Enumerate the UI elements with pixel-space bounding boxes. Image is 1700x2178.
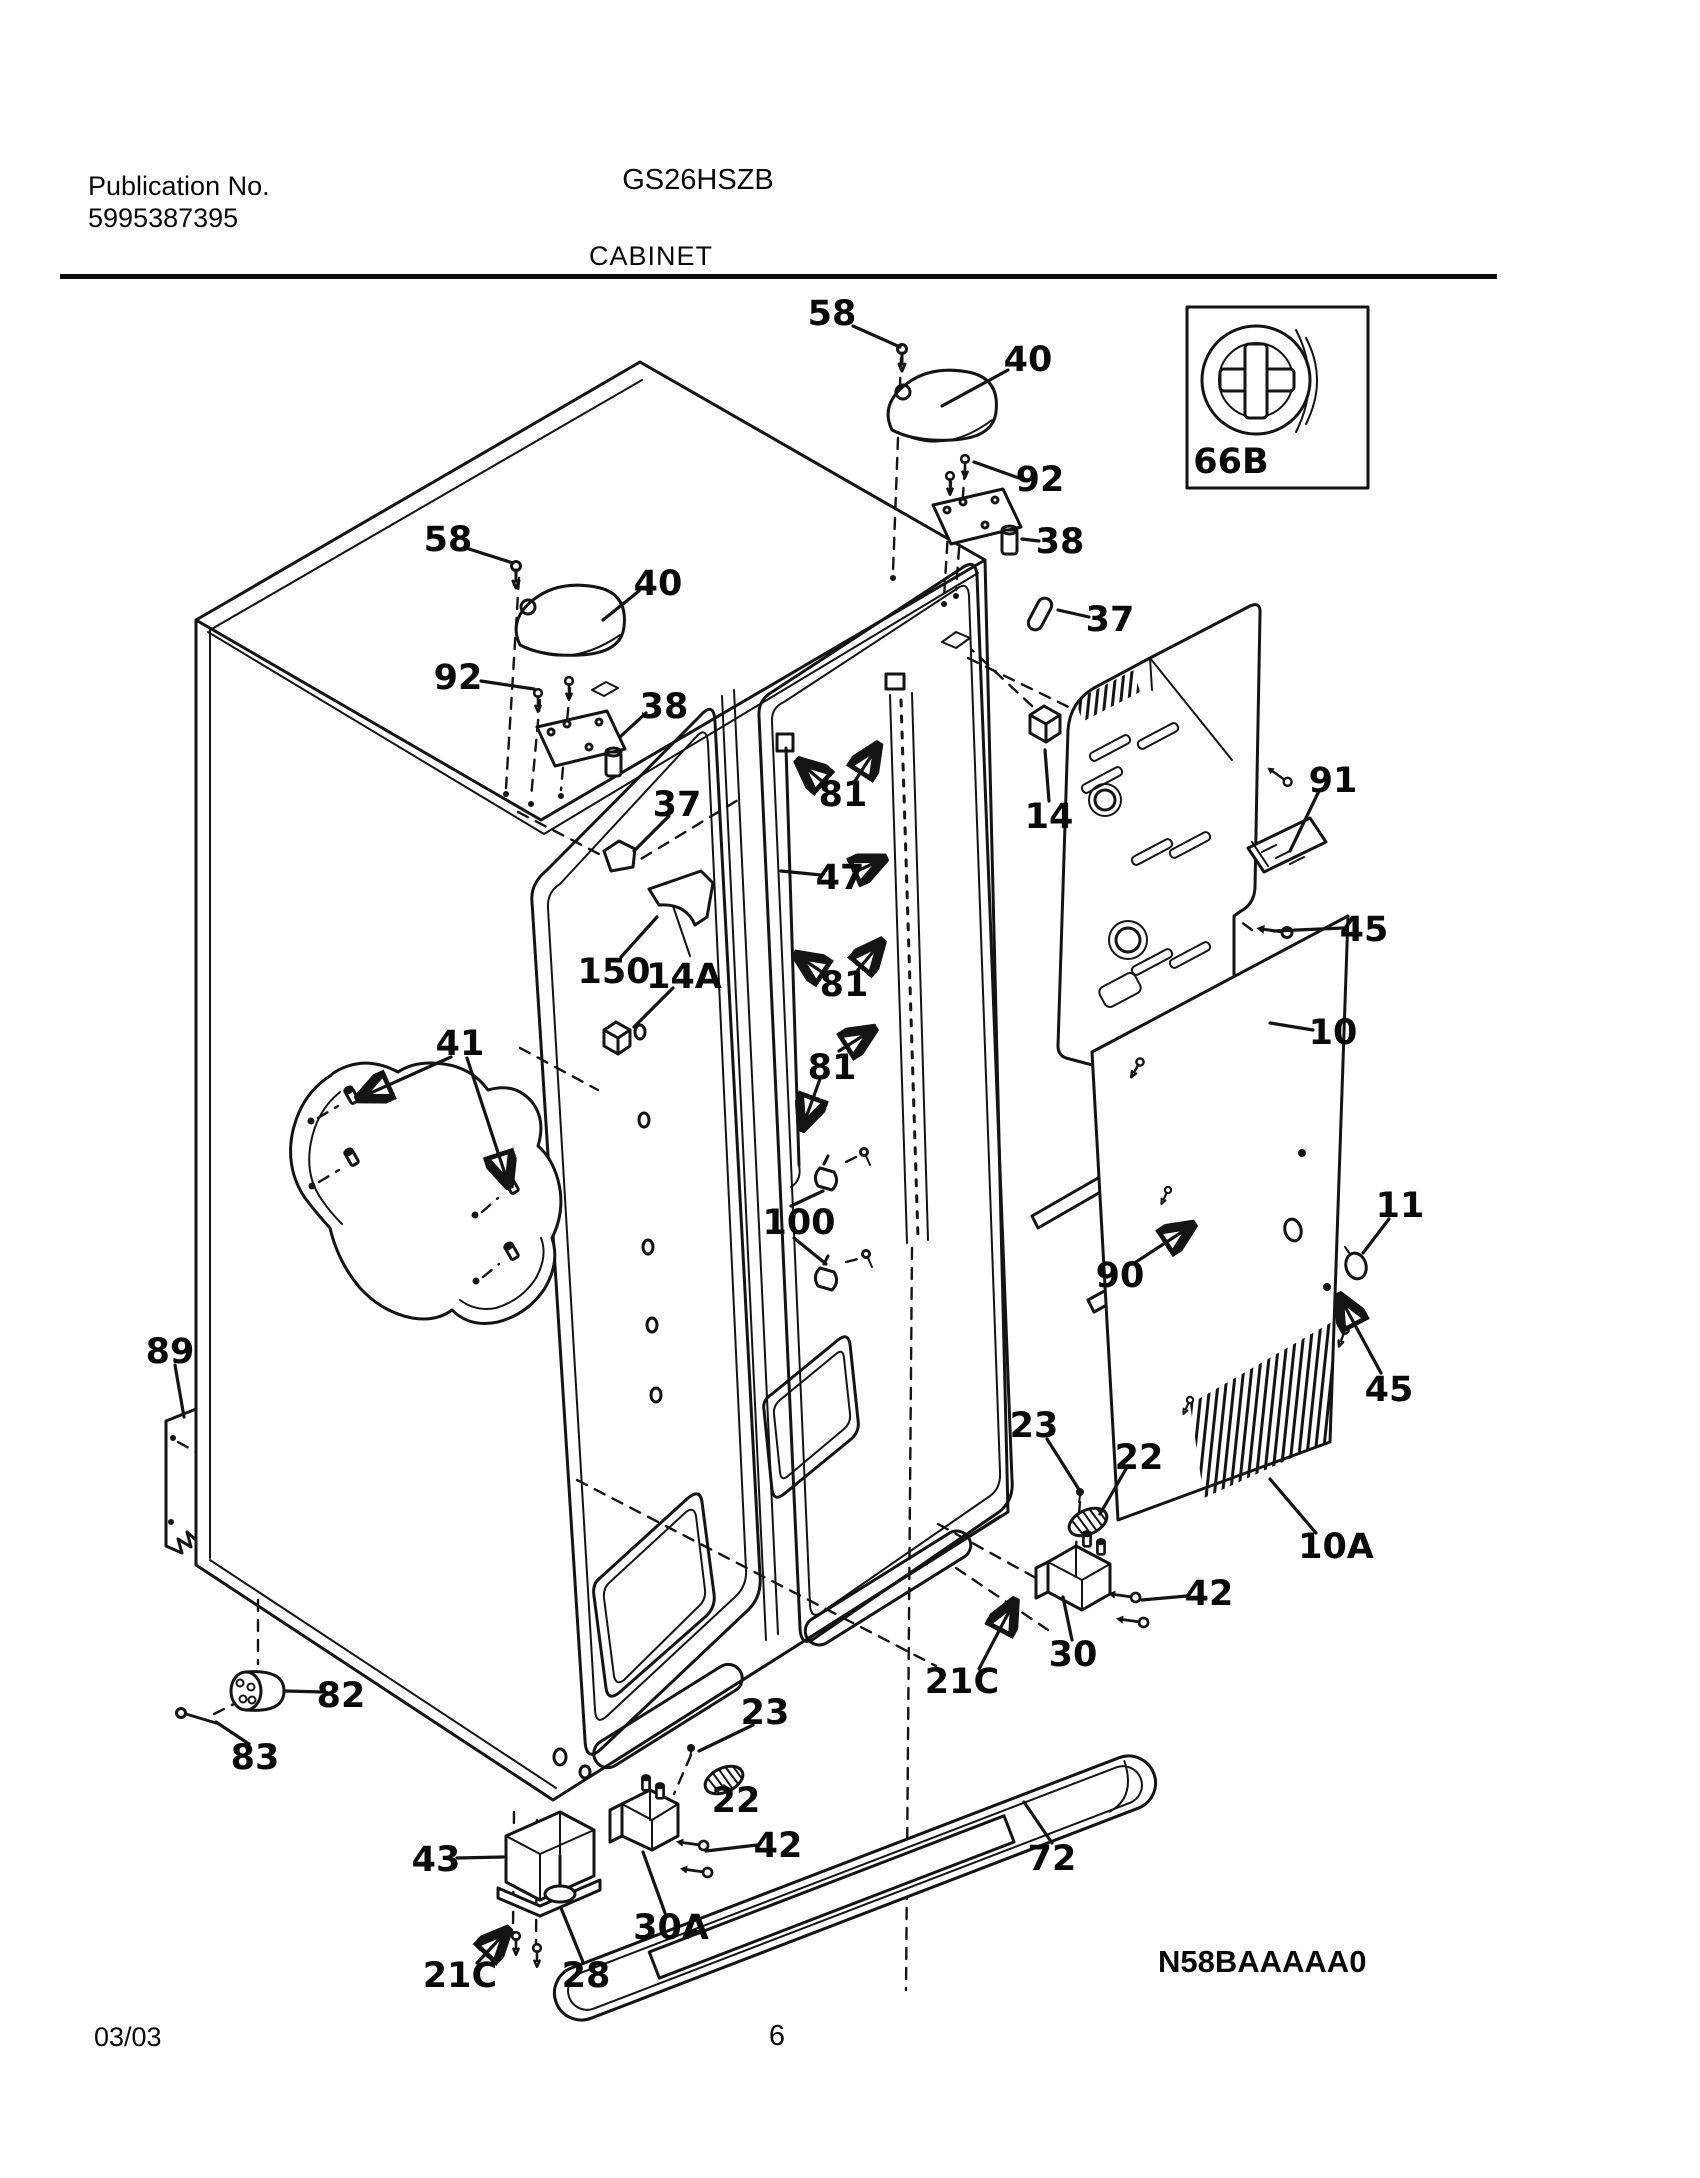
leader-lines	[173, 324, 1391, 1963]
drain-plate-89	[164, 1407, 198, 1555]
bracket-91	[1246, 763, 1328, 940]
callout-11: 11	[1376, 1186, 1425, 1226]
callout-90: 90	[1096, 1256, 1145, 1296]
center-mullion	[721, 689, 779, 1641]
callout-38-left: 38	[640, 687, 689, 727]
callout-10A: 10A	[1298, 1527, 1374, 1567]
insulation-pad-41	[289, 1061, 563, 1325]
callout-92-top: 92	[1016, 460, 1065, 500]
leveling-leg-43	[496, 1810, 602, 1968]
callout-92-left: 92	[434, 658, 483, 698]
callout-10: 10	[1309, 1013, 1358, 1053]
footer-page-number: 6	[768, 2020, 786, 2052]
air-duct-10	[1056, 603, 1272, 1112]
header-rule	[60, 274, 1497, 279]
cabinet-outline	[194, 360, 1010, 1802]
callout-22-left: 22	[712, 1781, 761, 1821]
callout-38-top: 38	[1036, 522, 1085, 562]
hole-plug-11	[1334, 1246, 1368, 1349]
footer-date: 03/03	[94, 2022, 162, 2052]
callout-21C-left: 21C	[423, 1956, 497, 1996]
callout-23-right: 23	[1010, 1406, 1059, 1446]
callout-40-top: 40	[1004, 340, 1053, 380]
callout-89: 89	[146, 1332, 195, 1372]
inset-label-66B: 66B	[1193, 442, 1268, 482]
callout-37-left: 37	[653, 785, 702, 825]
publication-label: Publication No.	[88, 171, 270, 201]
callout-81-upper: 81	[819, 775, 868, 815]
callouts: 58 40 92 38 37 58 40 92 38 37 150 14A 41…	[146, 294, 1425, 1996]
top-hinge-left	[510, 560, 715, 1056]
callout-14A: 14A	[646, 957, 722, 997]
toe-grille-72	[552, 1754, 1158, 2022]
roller-bracket-left	[608, 1744, 749, 1879]
callout-150: 150	[577, 952, 650, 992]
callout-30: 30	[1049, 1635, 1098, 1675]
callout-42-left: 42	[754, 1826, 803, 1866]
callout-58-left: 58	[424, 520, 473, 560]
callout-14: 14	[1025, 797, 1074, 837]
callout-81-lower: 81	[808, 1048, 857, 1088]
fresh-food-liner	[757, 562, 1014, 1643]
callout-83: 83	[231, 1738, 280, 1778]
callout-82: 82	[317, 1676, 366, 1716]
callout-58-top: 58	[808, 294, 857, 334]
callout-45-upper: 45	[1340, 910, 1389, 950]
publication-number: 5995387395	[88, 203, 239, 234]
callout-47: 47	[816, 858, 865, 898]
section-title: CABINET	[588, 241, 714, 271]
model-number: GS26HSZB	[622, 164, 774, 196]
bottom-rail-vents	[552, 1529, 973, 1780]
publication-block: Publication No. 5995387395	[88, 170, 270, 235]
callout-21C-right: 21C	[925, 1662, 999, 1702]
callout-30A: 30A	[633, 1908, 709, 1948]
roller-bracket-right	[1034, 1488, 1150, 1629]
inset-66b	[1185, 305, 1370, 490]
callout-23-left: 23	[741, 1693, 790, 1733]
callout-91: 91	[1309, 761, 1358, 801]
shelf-clips-100	[813, 1147, 873, 1292]
back-panel-10A	[1090, 914, 1350, 1522]
callout-42-right: 42	[1185, 1574, 1234, 1614]
callout-72: 72	[1028, 1839, 1077, 1879]
callout-43: 43	[412, 1840, 461, 1880]
diagram-code: N58BAAAAA0	[1158, 1944, 1367, 1979]
callout-100: 100	[762, 1203, 835, 1243]
callout-41: 41	[436, 1024, 485, 1064]
callout-37-top: 37	[1086, 600, 1135, 640]
callout-28: 28	[562, 1956, 611, 1996]
callout-81-middle: 81	[820, 965, 869, 1005]
callout-22-right: 22	[1115, 1438, 1164, 1478]
callout-40-left: 40	[634, 564, 683, 604]
callout-45-lower: 45	[1365, 1370, 1414, 1410]
cabinet-roller-82	[175, 1670, 286, 1725]
freezer-liner	[530, 707, 762, 1756]
clip-14	[1028, 704, 1062, 744]
